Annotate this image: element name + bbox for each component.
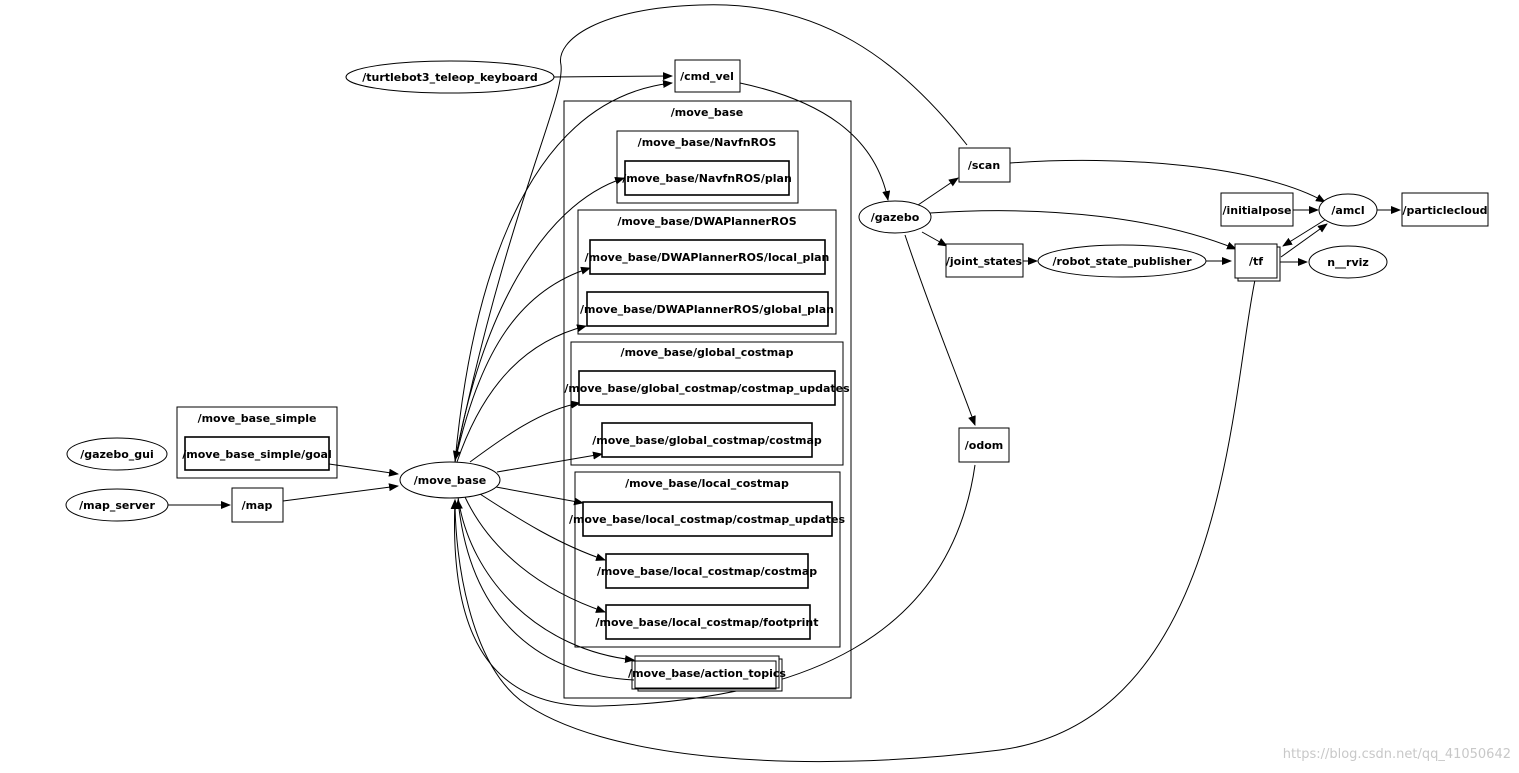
- svg-text:/robot_state_publisher: /robot_state_publisher: [1052, 255, 1192, 268]
- svg-text:/amcl: /amcl: [1331, 204, 1364, 217]
- topic-cmd-vel[interactable]: /cmd_vel: [674, 59, 741, 93]
- topic-map[interactable]: /map: [231, 487, 284, 523]
- svg-text:/move_base/DWAPlannerROS/globa: /move_base/DWAPlannerROS/global_plan: [580, 303, 834, 316]
- node-gazebo[interactable]: /gazebo: [858, 200, 932, 234]
- cluster-label-move-base: /move_base: [671, 106, 743, 119]
- topic-local-costmap[interactable]: /move_base/local_costmap/costmap: [597, 553, 817, 589]
- node-map-server[interactable]: /map_server: [65, 488, 169, 522]
- svg-text:/gazebo: /gazebo: [871, 211, 920, 224]
- topic-dwa-global-plan[interactable]: /move_base/DWAPlannerROS/global_plan: [580, 291, 834, 327]
- svg-text:/move_base: /move_base: [414, 474, 486, 487]
- node-amcl[interactable]: /amcl: [1318, 193, 1378, 227]
- topic-joint-states[interactable]: /joint_states: [945, 243, 1024, 278]
- node-rviz[interactable]: n__rviz: [1308, 245, 1388, 279]
- svg-text:/odom: /odom: [965, 439, 1003, 452]
- svg-text:/particlecloud: /particlecloud: [1402, 204, 1487, 217]
- topic-local-costmap-updates[interactable]: /move_base/local_costmap/costmap_updates: [569, 501, 846, 537]
- node-move-base[interactable]: /move_base: [399, 461, 501, 499]
- svg-text:/joint_states: /joint_states: [946, 255, 1023, 268]
- svg-text:/move_base/NavfnROS/plan: /move_base/NavfnROS/plan: [622, 172, 792, 185]
- topic-navfn-plan[interactable]: /move_base/NavfnROS/plan: [622, 160, 792, 196]
- svg-text:/map: /map: [242, 499, 273, 512]
- cluster-local-costmap: /move_base/local_costmap: [574, 471, 841, 648]
- cluster-label-navfn: /move_base/NavfnROS: [638, 136, 777, 149]
- svg-text:/move_base/global_costmap/cost: /move_base/global_costmap/costmap: [592, 434, 822, 447]
- node-robot-state-publisher[interactable]: /robot_state_publisher: [1037, 244, 1207, 278]
- svg-text:/gazebo_gui: /gazebo_gui: [80, 448, 154, 461]
- topic-local-footprint[interactable]: /move_base/local_costmap/footprint: [595, 604, 819, 640]
- svg-text:/turtlebot3_teleop_keyboard: /turtlebot3_teleop_keyboard: [362, 71, 538, 84]
- svg-text:/tf: /tf: [1249, 255, 1263, 268]
- cluster-label-move-base-simple: /move_base_simple: [198, 412, 317, 425]
- topic-action-topics[interactable]: /move_base/action_topics: [628, 655, 786, 692]
- topic-particlecloud[interactable]: /particlecloud: [1401, 192, 1489, 227]
- svg-text:/move_base/global_costmap/cost: /move_base/global_costmap/costmap_update…: [564, 382, 850, 395]
- svg-text:n__rviz: n__rviz: [1327, 256, 1369, 269]
- cluster-move-base: /move_base: [563, 100, 852, 699]
- svg-text:/move_base/local_costmap/costm: /move_base/local_costmap/costmap: [597, 565, 817, 578]
- node-teleop-keyboard[interactable]: /turtlebot3_teleop_keyboard: [345, 60, 555, 94]
- svg-text:/move_base/local_costmap/costm: /move_base/local_costmap/costmap_updates: [569, 513, 846, 526]
- topic-tf[interactable]: /tf: [1234, 243, 1281, 282]
- edges: [168, 4, 1401, 763]
- topic-global-costmap-updates[interactable]: /move_base/global_costmap/costmap_update…: [564, 370, 850, 406]
- topic-move-base-simple-goal[interactable]: /move_base_simple/goal: [182, 436, 332, 471]
- topic-odom[interactable]: /odom: [958, 427, 1010, 463]
- watermark-text: https://blog.csdn.net/qq_41050642: [1283, 747, 1511, 762]
- topic-dwa-local-plan[interactable]: /move_base/DWAPlannerROS/local_plan: [585, 239, 830, 275]
- svg-text:/move_base/local_costmap/footp: /move_base/local_costmap/footprint: [595, 616, 818, 629]
- svg-text:/move_base_simple/goal: /move_base_simple/goal: [182, 448, 332, 461]
- svg-text:/scan: /scan: [968, 159, 1000, 172]
- topic-initialpose[interactable]: /initialpose: [1220, 192, 1294, 227]
- cluster-label-dwa: /move_base/DWAPlannerROS: [617, 215, 796, 228]
- topic-global-costmap[interactable]: /move_base/global_costmap/costmap: [592, 422, 822, 458]
- svg-text:/move_base/DWAPlannerROS/local: /move_base/DWAPlannerROS/local_plan: [585, 251, 830, 264]
- cluster-navfn: /move_base/NavfnROS: [616, 130, 799, 204]
- topic-scan[interactable]: /scan: [958, 147, 1011, 183]
- cluster-label-global-costmap: /move_base/global_costmap: [621, 346, 794, 359]
- svg-text:/map_server: /map_server: [79, 499, 155, 512]
- svg-text:/cmd_vel: /cmd_vel: [680, 70, 734, 83]
- node-gazebo-gui[interactable]: /gazebo_gui: [66, 437, 168, 471]
- cluster-move-base-simple: /move_base_simple: [176, 406, 338, 479]
- svg-text:/move_base/action_topics: /move_base/action_topics: [628, 667, 786, 680]
- cluster-label-local-costmap: /move_base/local_costmap: [625, 477, 789, 490]
- svg-text:/initialpose: /initialpose: [1222, 204, 1291, 217]
